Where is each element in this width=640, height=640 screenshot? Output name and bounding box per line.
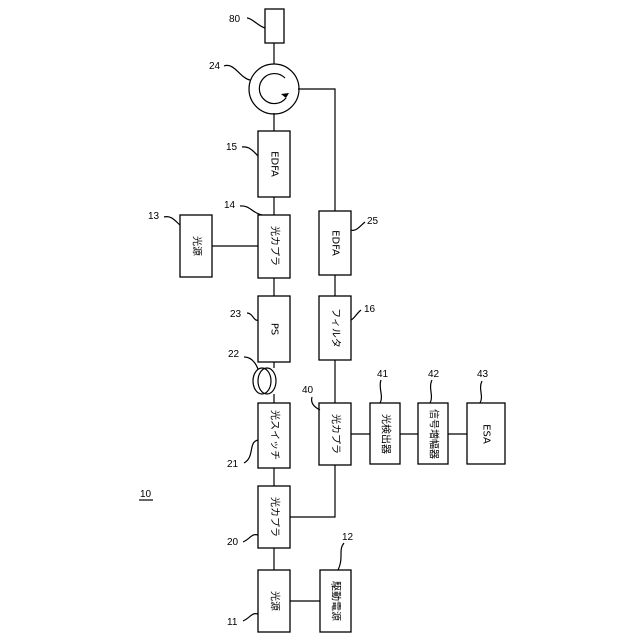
block-signal-amplifier-42: 信号増幅器 (418, 403, 448, 464)
block-photodetector-41: 光検出器 (370, 403, 400, 464)
ref-number-24: 24 (209, 61, 221, 72)
leader-21 (244, 440, 258, 463)
block-filter-16: フィルタ (319, 296, 351, 360)
ref-number-12: 12 (342, 532, 354, 543)
leader-11 (243, 614, 258, 621)
ref-number-14: 14 (224, 200, 236, 211)
ref-number-20: 20 (227, 537, 239, 548)
block-drive-power-12: 駆動電源 (320, 570, 351, 632)
leader-80 (247, 18, 265, 28)
block-label: 光スイッチ (269, 410, 282, 460)
leader-41 (380, 380, 381, 403)
block-edfa-25: EDFA (319, 211, 351, 275)
block-optical-switch-21: 光スイッチ (258, 403, 290, 468)
block-label: 光カプラ (269, 497, 282, 537)
ref-number-16: 16 (364, 304, 376, 315)
figure-number-text: 10 (140, 489, 152, 500)
block-optical-coupler-40: 光カプラ (319, 403, 351, 465)
fiber-coil-icon (253, 368, 276, 394)
leader-14 (240, 206, 262, 215)
ref-number-25: 25 (367, 216, 379, 227)
ref-number-42: 42 (428, 369, 440, 380)
reference-numbers: 11 20 21 22 23 14 15 13 12 40 16 25 41 4… (148, 14, 489, 628)
block-label: 光カプラ (330, 414, 343, 454)
ref-number-15: 15 (226, 142, 238, 153)
block-label: ESA (481, 424, 492, 444)
ref-number-11: 11 (227, 617, 238, 628)
leader-24 (224, 65, 250, 80)
block-label: 光源 (269, 591, 282, 611)
block-edfa-15: EDFA (258, 131, 290, 197)
leader-15 (242, 147, 258, 156)
block-label: 光カプラ (269, 226, 282, 266)
block-optical-coupler-14: 光カプラ (258, 215, 290, 278)
ref-number-41: 41 (377, 369, 389, 380)
ref-number-43: 43 (477, 369, 489, 380)
figure-number: 10 (139, 489, 153, 500)
line-25-24 (298, 89, 335, 211)
leader-23 (247, 313, 258, 320)
ref-number-40: 40 (302, 385, 314, 396)
leader-20 (243, 535, 258, 542)
block-esa-43: ESA (467, 403, 505, 464)
block-label: 駆動電源 (330, 581, 343, 621)
block-light-source-11: 光源 (258, 570, 290, 632)
ref-number-22: 22 (228, 349, 240, 360)
block-light-source-13: 光源 (180, 215, 212, 277)
leader-22 (244, 357, 258, 369)
ref-number-80: 80 (229, 14, 241, 25)
leader-13 (164, 217, 180, 225)
ref-number-13: 13 (148, 211, 160, 222)
block-label: フィルタ (330, 308, 342, 348)
circulator-icon (249, 64, 299, 114)
leader-25 (351, 222, 365, 230)
leader-43 (480, 381, 482, 403)
leader-16 (351, 310, 361, 320)
block-label: 光検出器 (380, 414, 393, 454)
leader-42 (430, 380, 432, 403)
block-fiber-80 (265, 9, 284, 43)
ref-number-21: 21 (227, 459, 239, 470)
ref-number-23: 23 (230, 309, 242, 320)
block-label: 信号増幅器 (428, 409, 441, 459)
leader-12 (338, 543, 344, 570)
block-optical-coupler-20: 光カプラ (258, 486, 290, 548)
block-label: EDFA (269, 151, 280, 177)
line-20-40 (290, 465, 335, 517)
block-label: PS (269, 323, 280, 335)
circulator-arrow-icon (281, 93, 289, 98)
block-label: EDFA (330, 230, 341, 256)
block-ps-23: PS (258, 296, 290, 362)
block-label: 光源 (191, 236, 204, 256)
